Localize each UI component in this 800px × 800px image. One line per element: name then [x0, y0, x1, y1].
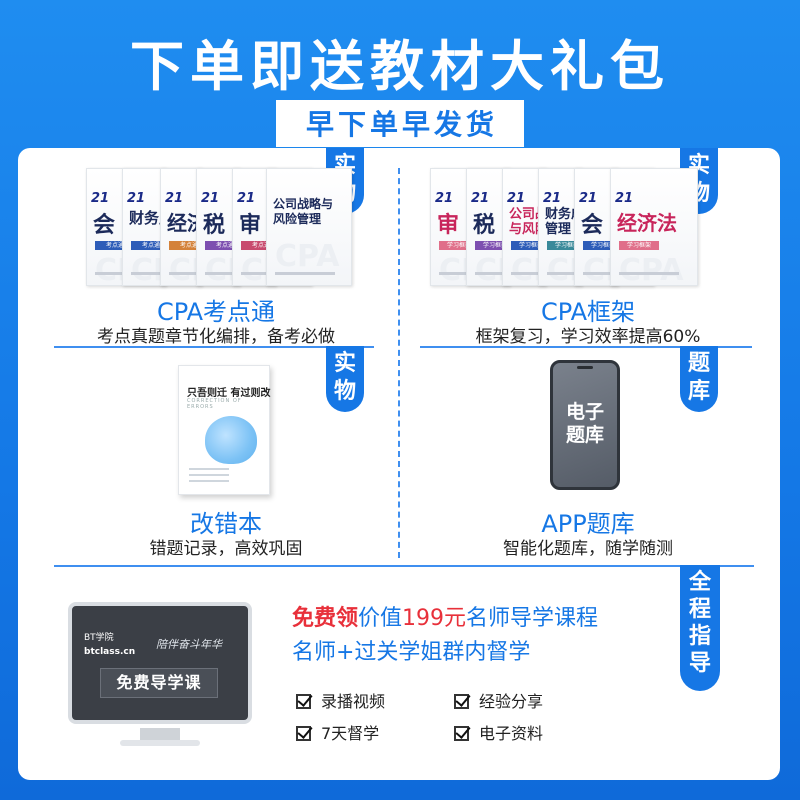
divider-v — [398, 168, 400, 558]
cell-desc-kaodiantong: 考点真题章节化编排，备考必做 — [97, 327, 335, 347]
divider-h-1 — [54, 346, 374, 348]
checkbox-checked-icon — [454, 694, 469, 709]
cell-title-framework: CPA框架 — [540, 298, 636, 326]
badge-physical-2: 实物 — [680, 148, 718, 214]
error-book-cover: 只吾则迁 有过则改 CORRECTION OF ERRORS — [178, 365, 270, 495]
book-cover: 公司战略与风险管理 CPA — [266, 168, 352, 286]
monitor-illustration: BT学院 btclass.cn 陪伴奋斗年华 免费导学课 — [68, 602, 252, 724]
badge-question-bank: 题库 — [680, 346, 718, 412]
checkbox-checked-icon — [454, 726, 469, 741]
promo-line-2: 名师+过关学姐群内督学 — [292, 640, 531, 665]
feature-item: 录播视频 — [296, 688, 385, 712]
badge-physical-3: 实物 — [326, 346, 364, 412]
divider-h-3 — [54, 565, 754, 567]
cell-title-app-bank: APP题库 — [541, 510, 635, 538]
feature-item: 7天督学 — [296, 720, 379, 744]
page-title: 下单即送教材大礼包 — [130, 35, 670, 98]
cell-title-kaodiantong: CPA考点通 — [156, 298, 276, 326]
phone-illustration: 电子 题库 — [550, 360, 620, 490]
monitor-stand — [140, 728, 180, 742]
monitor-course-label: 免费导学课 — [100, 668, 218, 698]
monitor-base — [120, 740, 200, 746]
badge-full-guidance: 全程指导 — [680, 565, 720, 691]
subtitle-wrap: 早下单早发货 — [0, 100, 800, 147]
page-subtitle: 早下单早发货 — [275, 100, 524, 147]
cell-title-error-book: 改错本 — [190, 510, 262, 538]
cell-desc-framework: 框架复习，学习效率提高60% — [475, 327, 701, 347]
feature-item: 经验分享 — [454, 688, 543, 712]
checkbox-checked-icon — [296, 694, 311, 709]
cell-desc-app-bank: 智能化题库，随学随测 — [503, 539, 673, 559]
cell-desc-error-book: 错题记录，高效巩固 — [149, 539, 303, 559]
feature-item: 电子资料 — [454, 720, 543, 744]
bt-logo: BT学院 btclass.cn — [84, 633, 136, 657]
mascot-icon — [205, 416, 257, 464]
phone-text-line2: 题库 — [565, 424, 604, 446]
monitor-slogan: 陪伴奋斗年华 — [156, 638, 222, 651]
promo-line-1: 免费领价值199元名师导学课程 — [292, 606, 599, 631]
phone-text-line1: 电子 — [565, 401, 604, 423]
checkbox-checked-icon — [296, 726, 311, 741]
divider-h-2 — [420, 346, 752, 348]
